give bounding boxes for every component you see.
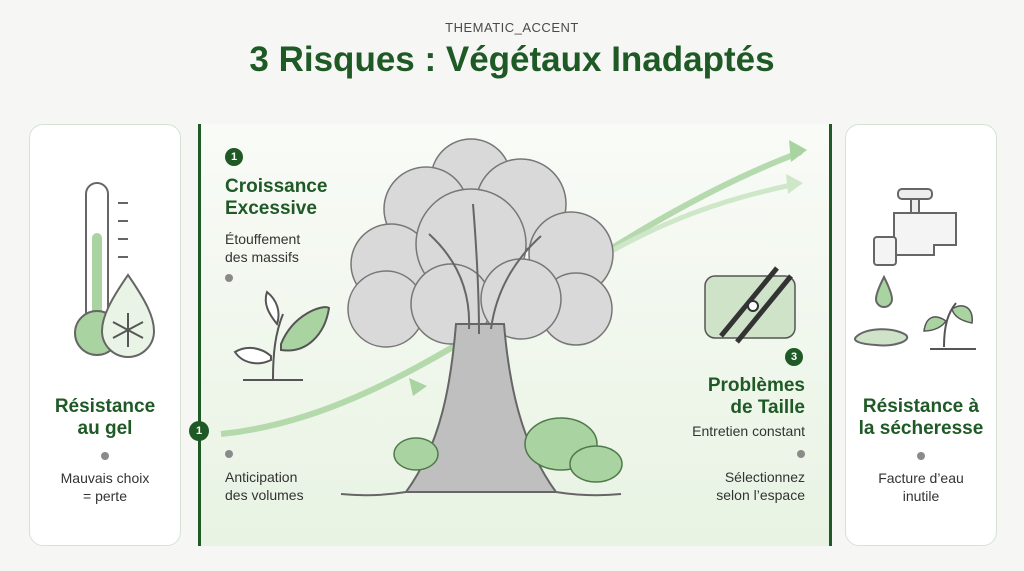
kicker-label: THEMATIC_ACCENT: [445, 20, 579, 35]
pruning-shears-icon: [704, 266, 796, 344]
frost-text-line1: Mauvais choix: [60, 470, 150, 486]
arrow-head-small: [409, 378, 427, 396]
frost-heading-line1: Résistance: [54, 396, 156, 417]
risk3-text-line1: Entretien constant: [692, 423, 805, 439]
arrow-head-secondary: [786, 174, 803, 194]
center-panel: 1 Croissance Excessive Étouffement des m…: [198, 124, 832, 546]
drought-text-line1: Facture d’eau: [878, 470, 964, 486]
bullet-dot: [225, 450, 233, 458]
arrow-head-main: [789, 140, 807, 162]
risk3-heading-line2: de Taille: [730, 397, 805, 418]
frost-resistance-card: Résistance au gel Mauvais choix = perte: [29, 124, 181, 546]
frost-heading-line2: au gel: [77, 418, 133, 439]
risk1-text-line2: des massifs: [225, 249, 299, 265]
faucet-drought-icon: [854, 188, 976, 350]
bullet-dot: [797, 450, 805, 458]
drought-heading-line1: Résistance à: [862, 396, 980, 417]
risk3-heading-line1: Problèmes: [707, 375, 805, 396]
risk1-number-badge: 1: [225, 148, 243, 166]
bullet-dot: [225, 274, 233, 282]
risk1-text-line1: Étouffement: [225, 231, 301, 247]
frost-text-line2: = perte: [83, 488, 127, 504]
risk1-bottom-line1: Anticipation: [225, 469, 298, 485]
page-title: 3 Risques : Végétaux Inadaptés: [249, 40, 775, 79]
drought-text-line2: inutile: [902, 488, 940, 504]
thermometer-snowflake-icon: [74, 182, 156, 358]
tree-canopy: [347, 138, 614, 348]
drought-heading-line2: la sécheresse: [858, 418, 984, 439]
risk1-heading-line2: Excessive: [225, 198, 317, 219]
bullet-dot: [917, 452, 925, 460]
risk1-heading-line1: Croissance: [225, 176, 328, 197]
undergrowth: [393, 417, 623, 483]
risk1-bottom-line2: des volumes: [225, 487, 304, 503]
risk3-number-badge: 3: [785, 348, 803, 366]
drought-resistance-card: Résistance à la sécheresse Facture d’eau…: [845, 124, 997, 546]
leaf-sprout-icon: [233, 290, 331, 381]
arrow-start-badge: 1: [189, 421, 209, 441]
risk3-bottom-line1: Sélectionnez: [724, 469, 805, 485]
risk3-bottom-line2: selon l’espace: [716, 487, 805, 503]
bullet-dot: [101, 452, 109, 460]
tree-illustration: [220, 138, 807, 497]
